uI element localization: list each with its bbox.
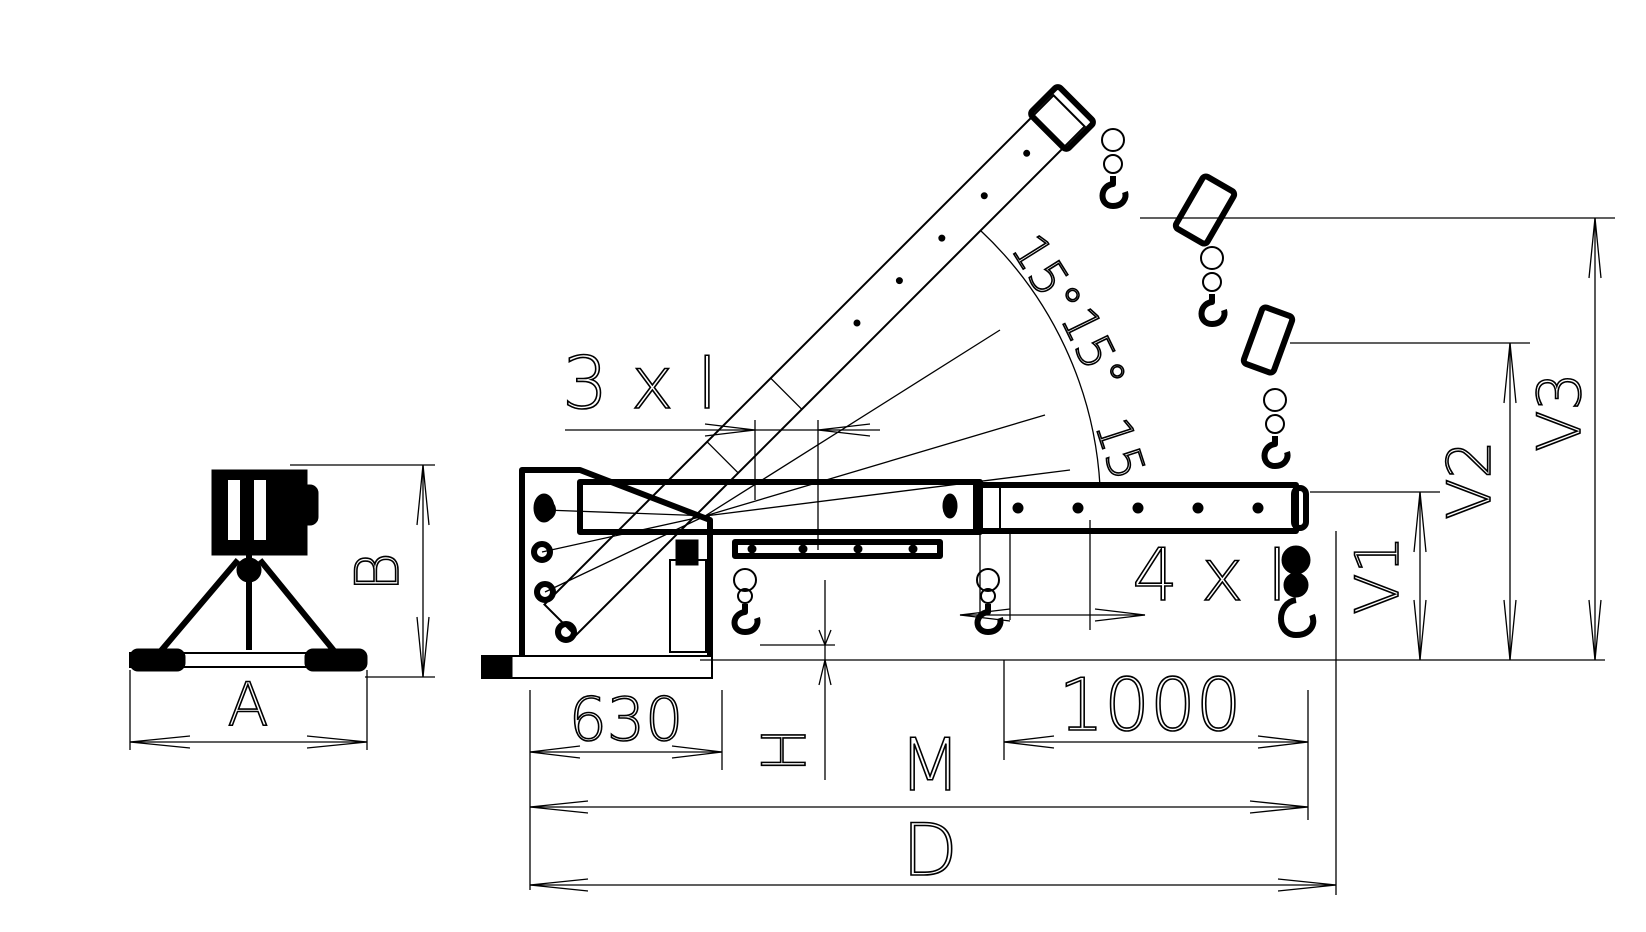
hook-1 — [731, 568, 761, 635]
end-view-winch-slot-1 — [228, 480, 240, 540]
base-plate-end — [481, 655, 513, 679]
label-3xI: 3 x I — [562, 341, 717, 425]
boom-collar — [981, 484, 1001, 532]
pivot-hole-3 — [534, 581, 556, 603]
end-view-right-wheel — [304, 648, 368, 672]
label-V3: V3 — [1525, 372, 1595, 451]
boom-horizontal — [577, 479, 983, 535]
end-view-winch-cap — [299, 484, 319, 526]
hook-3 — [1278, 545, 1317, 638]
pivot-pin — [533, 493, 555, 523]
label-A: A — [227, 670, 268, 740]
label-V2: V2 — [1435, 440, 1505, 519]
extension-hole-2 — [1072, 502, 1084, 514]
end-view-left-wheel — [129, 648, 186, 672]
boom-stop — [942, 493, 958, 519]
label-H: H — [750, 727, 820, 772]
label-D: D — [902, 808, 957, 892]
hook-5 — [1198, 246, 1228, 327]
dimension-B: B — [290, 464, 435, 678]
dimension-A: A — [129, 669, 368, 750]
dimension-4xI: 4 x I — [959, 520, 1289, 630]
dimension-3xI: 3 x I — [561, 340, 880, 550]
hook-4 — [1099, 128, 1129, 209]
base-plate — [481, 655, 713, 679]
label-1000: 1000 — [1058, 663, 1241, 747]
label-B: B — [343, 552, 413, 591]
dimension-H: H — [749, 580, 835, 780]
boom-end-cap — [1291, 485, 1309, 531]
dimension-1000: 1000 — [1003, 660, 1309, 820]
extension-hole-5 — [1252, 502, 1264, 514]
hook-rail — [732, 539, 943, 559]
extension-hole-1 — [1012, 502, 1024, 514]
extension-hole-4 — [1192, 502, 1204, 514]
end-view-left-strut — [157, 558, 241, 654]
label-M: M — [899, 723, 961, 807]
label-4xI: 4 x I — [1132, 533, 1287, 617]
pivot-hole-4 — [555, 621, 577, 643]
boom-tip-2 — [1172, 173, 1238, 247]
end-view-mast-joint — [236, 557, 262, 583]
base-frame — [519, 467, 713, 656]
label-630: 630 — [569, 685, 684, 755]
hydraulic-column — [669, 559, 707, 653]
column-cap — [675, 539, 699, 566]
label-V1: V1 — [1343, 535, 1413, 614]
end-view-right-strut — [257, 558, 338, 654]
extension-hole-3 — [1132, 502, 1144, 514]
hook-6 — [1261, 388, 1291, 469]
end-view-winch-slot-2 — [254, 480, 266, 540]
dimension-V1: V1 — [1310, 491, 1440, 661]
boom-inclined — [543, 84, 1096, 637]
dimension-630: 630 — [529, 684, 723, 890]
dimension-V3: V3 — [1140, 217, 1615, 661]
angle-3: 15 — [1084, 411, 1156, 486]
dimension-M: M — [529, 722, 1309, 814]
dimension-D: D — [529, 531, 1337, 895]
pivot-hole-2 — [531, 541, 553, 563]
crane-end-view — [129, 469, 368, 672]
hooks — [731, 128, 1317, 638]
dimension-V2: V2 — [1290, 342, 1530, 661]
crane-main-view — [481, 84, 1309, 679]
angle-arc — [979, 229, 1101, 487]
boom-tip-3 — [1240, 304, 1296, 376]
angle-annotations: 15° 15° 15 — [979, 224, 1157, 488]
